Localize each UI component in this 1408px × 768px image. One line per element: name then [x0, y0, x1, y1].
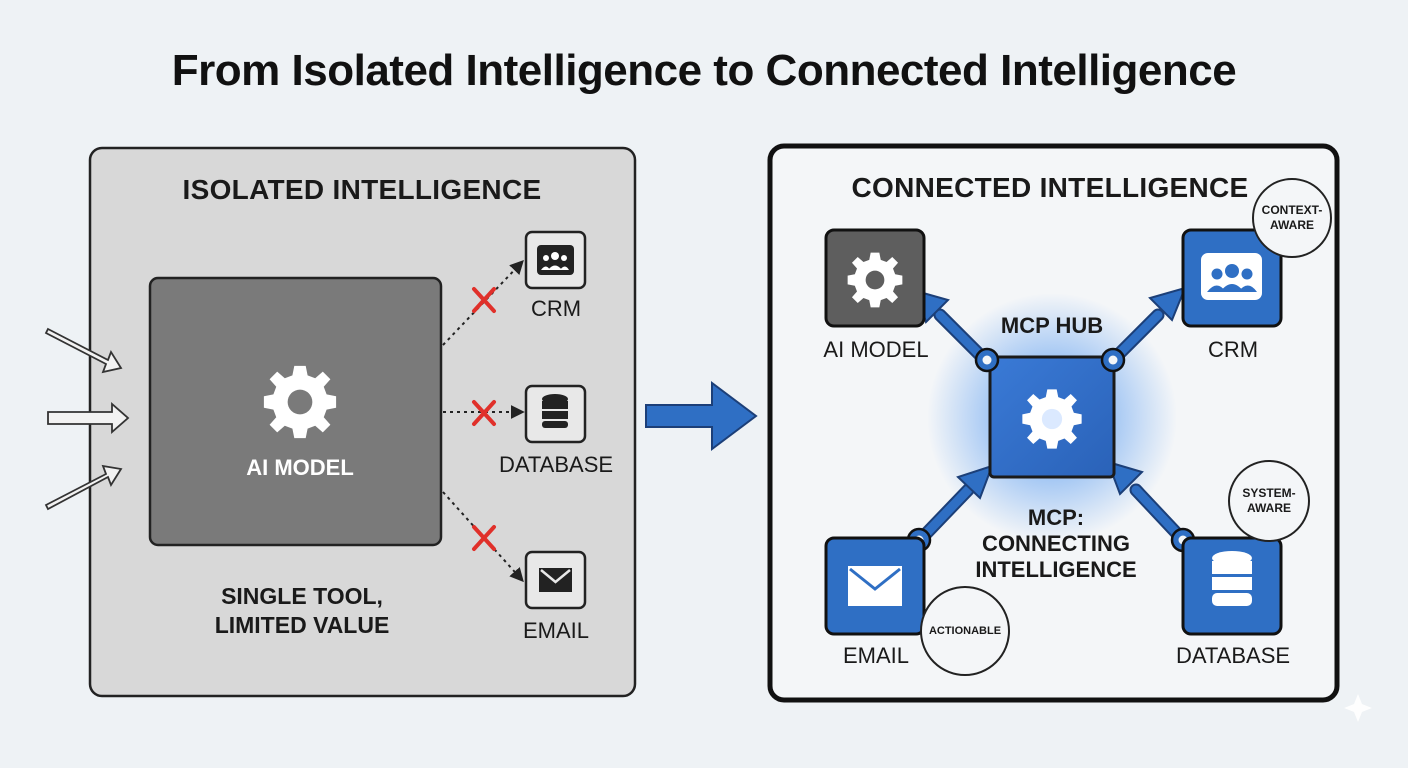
context-aware-badge-line1: CONTEXT- — [1261, 203, 1323, 217]
page-title: From Isolated Intelligence to Connected … — [171, 46, 1237, 95]
node-ai-model-gear-icon — [847, 252, 903, 308]
system-aware-badge: SYSTEM- AWARE — [1228, 460, 1310, 542]
center-caption-line2: CONNECTING — [982, 531, 1130, 556]
center-caption-line3: INTELLIGENCE — [975, 557, 1137, 582]
isolated-caption-line2: LIMITED VALUE — [214, 612, 390, 638]
center-caption-line1: MCP: — [1027, 505, 1085, 530]
ai-model-gear-icon — [263, 365, 337, 439]
blocked-x-crm-icon — [472, 287, 496, 313]
context-aware-badge-line2: AWARE — [1269, 218, 1314, 232]
actionable-badge-label: ACTIONABLE — [928, 624, 1002, 637]
node-ai-model — [824, 228, 926, 328]
transition-arrow — [645, 381, 758, 451]
actionable-badge: ACTIONABLE — [920, 586, 1010, 676]
left-email-tool — [524, 550, 587, 610]
left-database-tool — [524, 384, 587, 444]
blocked-link-email — [442, 491, 524, 583]
node-crm — [1181, 228, 1283, 328]
node-crm-label: CRM — [1207, 337, 1259, 362]
isolated-caption-line1: SINGLE TOOL, — [221, 583, 383, 609]
blocked-x-database-icon — [472, 400, 496, 426]
link-email-hub — [913, 464, 994, 547]
sparkle-icon — [1344, 694, 1372, 722]
context-aware-badge: CONTEXT- AWARE — [1252, 178, 1332, 258]
left-crm-label: CRM — [530, 296, 582, 321]
ai-model-box-label: AI MODEL — [246, 455, 354, 480]
node-database — [1181, 536, 1283, 636]
input-arrow-bottom — [44, 464, 123, 511]
node-email — [824, 536, 926, 636]
blocked-x-email-icon — [472, 525, 496, 551]
node-email-label: EMAIL — [842, 643, 910, 668]
node-ai-model-label: AI MODEL — [823, 337, 929, 362]
mcp-hub-label: MCP HUB — [1000, 313, 1104, 338]
left-email-label: EMAIL — [522, 618, 590, 643]
system-aware-badge-line2: AWARE — [1246, 501, 1291, 515]
system-aware-badge-line1: SYSTEM- — [1242, 486, 1296, 500]
input-arrow-top — [44, 327, 123, 374]
left-database-label: DATABASE — [498, 452, 614, 477]
connected-panel-title: CONNECTED INTELLIGENCE — [851, 172, 1249, 203]
left-crm-tool — [524, 230, 587, 290]
isolated-panel-title: ISOLATED INTELLIGENCE — [182, 174, 542, 205]
node-database-label: DATABASE — [1175, 643, 1291, 668]
input-arrow-middle — [47, 402, 130, 434]
mcp-hub-gear-icon — [1022, 389, 1082, 449]
